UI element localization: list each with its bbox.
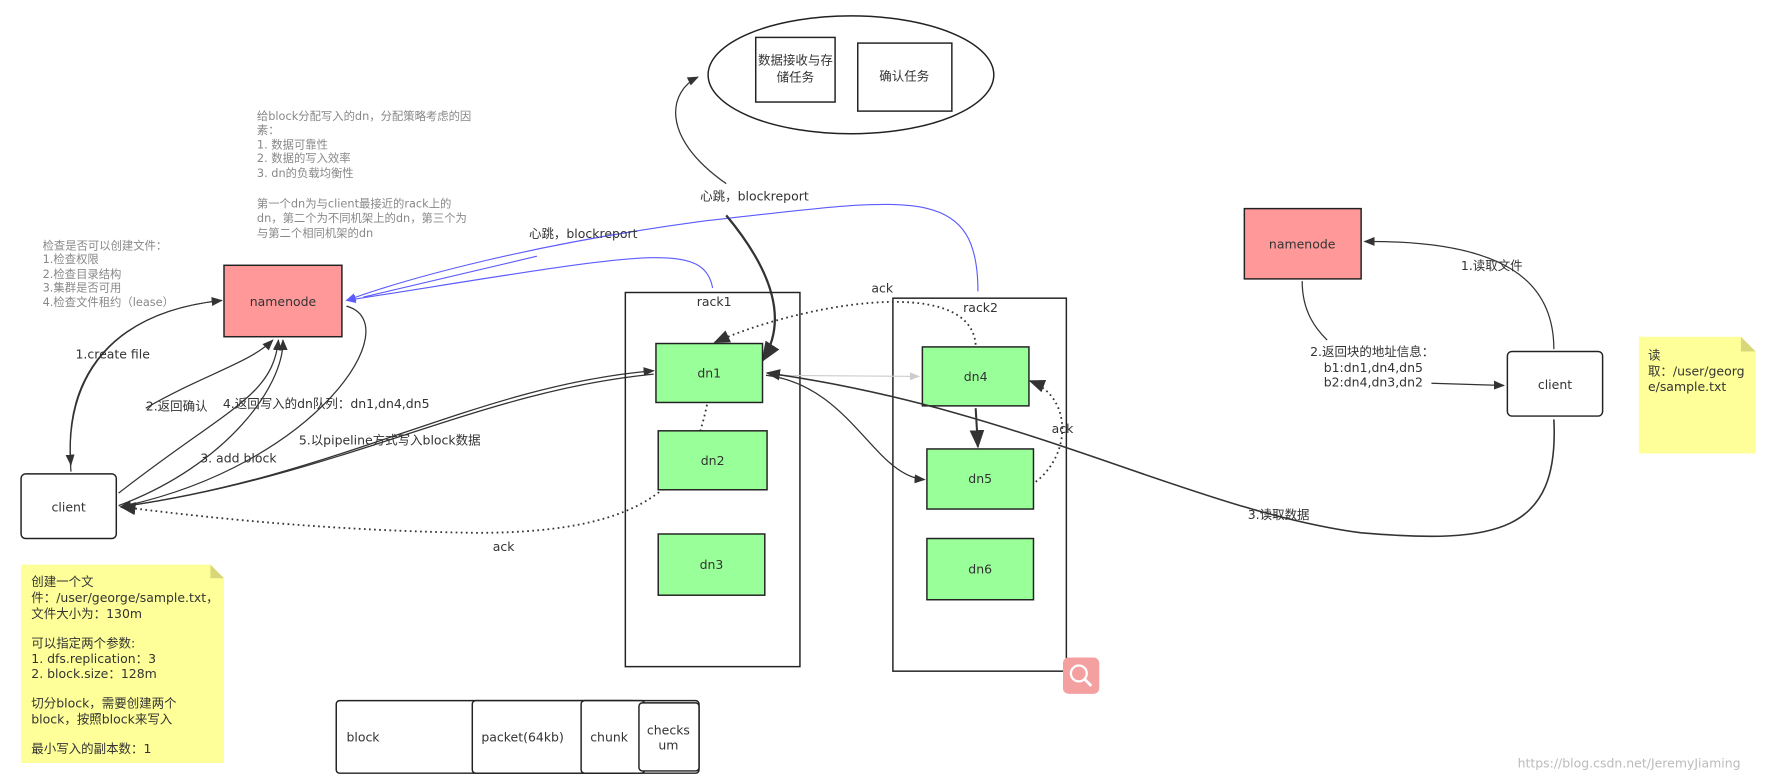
svg-text:3.集群是否可用: 3.集群是否可用 [43,280,122,294]
label-ack-client: ack [493,539,515,554]
dn5[interactable] [926,448,1035,510]
task-bubble-arrow [675,76,727,185]
svg-text:block，按照block来写入: block，按照block来写入 [31,711,173,726]
label-step5: 5.以pipeline方式写入block数据 [299,432,481,447]
arrow-return-confirm [145,339,274,409]
check-note: 检查是否可以创建文件： 1.检查权限 2.检查目录结构 3.集群是否可用 4.检… [43,238,174,309]
svg-text:取：/user/georg: 取：/user/georg [1648,363,1745,378]
heartbeat-rack2-line [345,203,979,302]
block-structure: block packet(64kb) chunk checks um [335,699,700,774]
client-read[interactable] [1506,350,1604,417]
rack1: rack1 dn1 dn2 dn3 [624,291,801,668]
placement-note: 给block分配写入的dn，分配策略考虑的因 素： 1. 数据可靠性 2. 数据… [257,109,471,240]
label-read-step1: 1.读取文件 [1461,258,1523,273]
svg-text:素：: 素： [257,123,280,137]
svg-text:dn5: dn5 [968,471,992,486]
svg-text:dn1: dn1 [697,366,721,381]
namenode-read[interactable] [1243,207,1362,280]
label-step4: 4.返回写入的dn队列：dn1,dn4,dn5 [223,396,430,411]
svg-text:给block分配写入的dn，分配策略考虑的因: 给block分配写入的dn，分配策略考虑的因 [257,109,471,123]
dn3[interactable] [657,533,766,596]
rack2: rack2 dn4 dn5 dn6 [892,297,1068,672]
heartbeat-line-extra [363,255,538,298]
label-read-step3: 3.读取数据 [1248,507,1310,522]
ack-to-client [119,404,708,534]
create-note: 创建一个文 件：/user/george/sample.txt， 文件大小为：1… [21,564,225,763]
svg-text:最小写入的副本数：1: 最小写入的副本数：1 [31,741,151,756]
arrow-read-file [1363,236,1555,350]
label-ack-dn5: ack [1052,421,1074,436]
arrow-add-block [118,338,282,494]
svg-text:2.检查目录结构: 2.检查目录结构 [43,267,122,281]
task-confirm: 确认任务 [879,68,929,83]
svg-text:e/sample.txt: e/sample.txt [1648,379,1726,394]
svg-text:1. dfs.replication：3: 1. dfs.replication：3 [31,651,156,666]
watermark: https://blog.csdn.net/JeremyJiaming [1518,756,1741,771]
svg-text:可以指定两个参数:: 可以指定两个参数: [31,635,135,650]
svg-text:dn，第二个为不同机架上的dn，第三个为: dn，第二个为不同机架上的dn，第三个为 [257,211,467,225]
svg-text:dn6: dn6 [968,562,992,577]
svg-text:um: um [658,737,678,752]
rack2-label: rack2 [963,300,998,315]
label-step2: 2.返回确认 [146,398,208,413]
checksum-label: checks [647,723,690,738]
block-label: block [346,729,380,744]
svg-text:dn2: dn2 [701,453,725,468]
dn1-task-arrow [725,214,780,363]
namenode-write[interactable] [223,264,343,338]
task-bubble: 数据接收与存 储任务 确认任务 [707,15,995,135]
read-note: 读 取：/user/georg e/sample.txt [1638,336,1756,454]
svg-text:2. 数据的写入效率: 2. 数据的写入效率 [257,151,351,165]
arrow-dn1-dn5 [765,374,926,484]
svg-text:2. block.size：128m: 2. block.size：128m [31,666,157,681]
task-receive-line2: 储任务 [777,70,814,85]
dn1[interactable] [655,342,764,404]
dn2[interactable] [657,430,768,491]
label-read-b1: b1:dn1,dn4,dn5 [1324,360,1423,375]
svg-text:1.检查权限: 1.检查权限 [43,252,99,266]
heartbeat-label-left: 心跳，blockreport [529,226,638,241]
svg-text:1. 数据可靠性: 1. 数据可靠性 [257,138,328,152]
svg-text:dn3: dn3 [700,557,724,572]
ack-dn5-dn4 [1028,380,1064,483]
svg-text:读: 读 [1648,347,1660,362]
label-read-b2: b2:dn4,dn3,dn2 [1324,375,1423,390]
search-icon[interactable] [1062,657,1100,694]
chunk-label: chunk [590,729,629,744]
heartbeat-label-top: 心跳，blockreport [700,189,809,204]
dn6[interactable] [926,537,1035,601]
svg-text:创建一个文: 创建一个文 [31,574,94,589]
dn4[interactable] [921,346,1030,407]
heartbeat-rack1-line [345,257,714,304]
svg-text:3. dn的负载均衡性: 3. dn的负载均衡性 [257,166,354,180]
svg-text:切分block，需要创建两个: 切分block，需要创建两个 [31,695,177,710]
label-step3: 3. add block [200,451,277,466]
client-write-label: client [52,499,86,514]
svg-text:与第二个相同机架的dn: 与第二个相同机架的dn [257,226,373,240]
label-read-step2: 2.返回块的地址信息： [1310,344,1434,359]
svg-text:文件大小为：130m: 文件大小为：130m [31,606,142,621]
label-ack-dn4: ack [871,281,893,296]
client-read-label: client [1538,377,1572,392]
namenode-write-label: namenode [250,294,316,309]
svg-text:4.检查文件租约（lease）: 4.检查文件租约（lease） [43,295,174,309]
svg-text:检查是否可以创建文件：: 检查是否可以创建文件： [43,238,168,252]
namenode-read-label: namenode [1269,236,1335,251]
ack-dn4-dn1 [713,300,977,345]
svg-text:第一个dn为与client最接近的rack上的: 第一个dn为与client最接近的rack上的 [257,196,451,210]
arrow-return-dn-queue [119,305,367,510]
rack1-label: rack1 [697,294,732,309]
svg-text:dn4: dn4 [964,369,988,384]
client-write[interactable] [20,473,118,540]
arrow-dn4-dn5 [969,408,985,449]
arrow-read-data [765,369,1555,538]
task-receive-line1: 数据接收与存 [758,53,833,68]
label-step1: 1.create file [75,346,149,361]
packet-label: packet(64kb) [481,729,563,744]
arrow-create-file [69,297,223,472]
svg-text:件：/user/george/sample.txt，: 件：/user/george/sample.txt， [31,590,218,605]
